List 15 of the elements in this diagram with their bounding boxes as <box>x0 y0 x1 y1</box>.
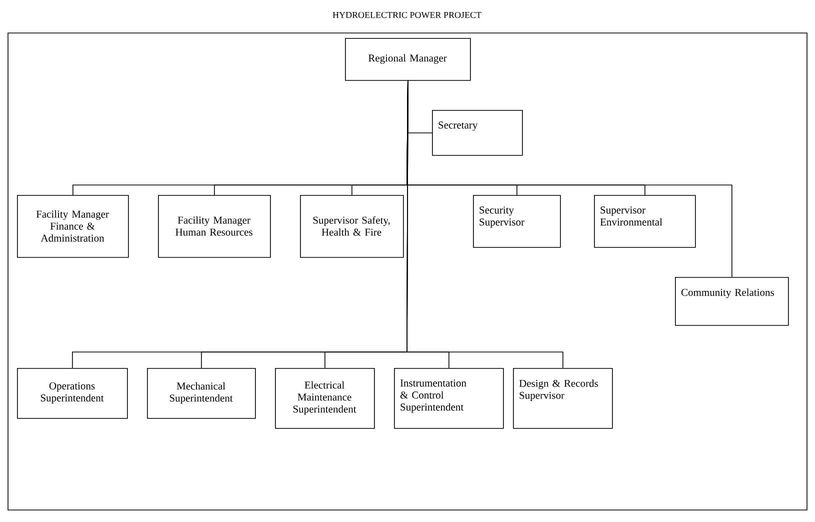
box: Mechanical Superintendent <box>147 368 256 419</box>
box: Regional Manager <box>345 38 471 81</box>
box: Instrumentation & Control Superintendent <box>394 368 504 429</box>
box: Community Relations <box>675 277 789 326</box>
box: Supervisor Environmental <box>594 195 696 248</box>
box: Secretary <box>432 110 523 156</box>
box: Operations Superintendent <box>17 368 128 419</box>
box: Supervisor Safety, Health & Fire <box>300 195 404 258</box>
box: Electrical Maintenance Superintendent <box>275 368 375 429</box>
box: Facility Manager Human Resources <box>158 195 271 258</box>
box: Security Supervisor <box>473 195 561 248</box>
box: Facility Manager Finance & Administration <box>17 195 129 258</box>
box: Design & Records Supervisor <box>513 368 613 429</box>
title: HYDROELECTRIC POWER PROJECT <box>332 12 482 18</box>
connector <box>406 80 564 368</box>
